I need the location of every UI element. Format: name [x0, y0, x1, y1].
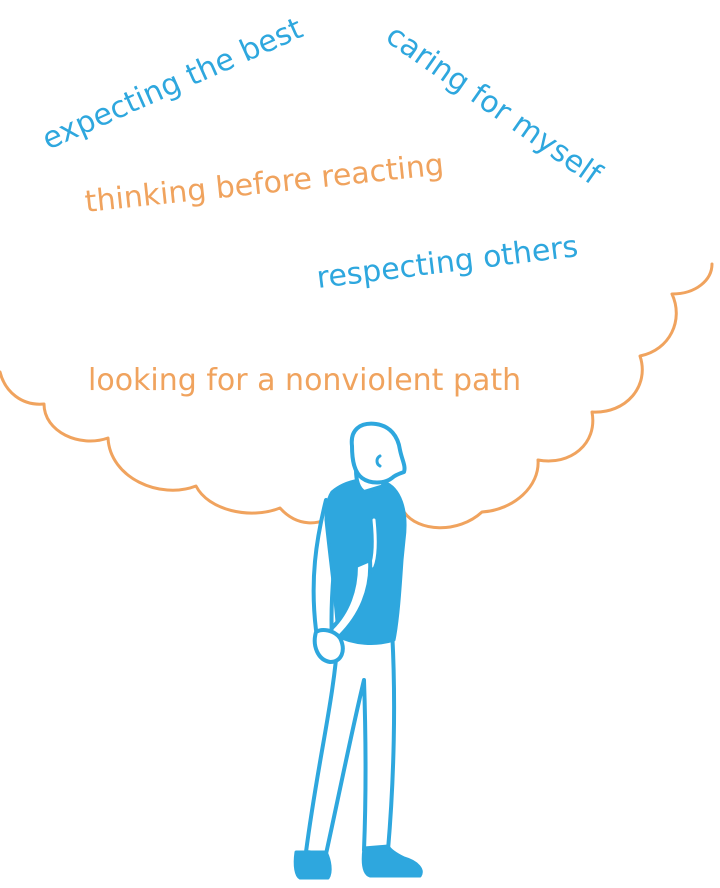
phrase-thinking-before-reacting: thinking before reacting	[83, 147, 445, 220]
phrase-respecting-others: respecting others	[315, 229, 580, 296]
person-looking-up-icon	[293, 421, 423, 880]
thought-cloud-icon	[0, 262, 714, 530]
phrase-looking-for-nonviolent-path: looking for a nonviolent path	[88, 363, 521, 398]
phrase-expecting-the-best: expecting the best	[37, 11, 308, 157]
